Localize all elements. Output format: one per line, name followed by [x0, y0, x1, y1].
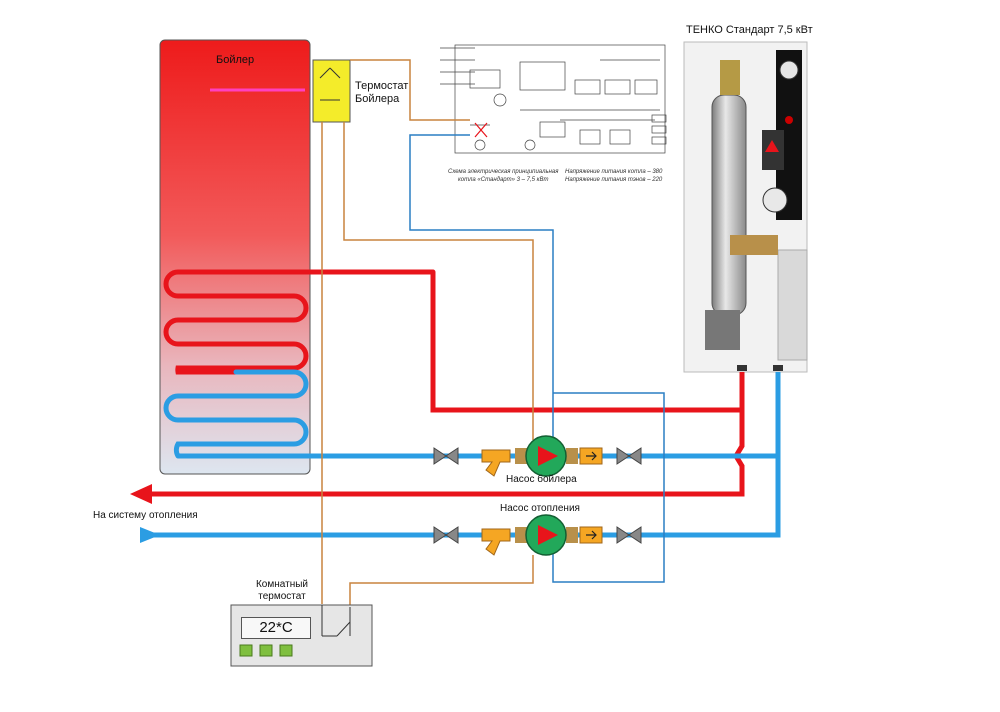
check-valve-icon [579, 447, 603, 544]
ball-valve-icon [433, 447, 642, 544]
signal-wires [321, 59, 534, 607]
boiler-thermostat-label: Термостат Бойлера [355, 80, 409, 105]
tenko-title: ТЕНКО Стандарт 7,5 кВт [686, 24, 813, 36]
boiler-tank [159, 39, 311, 475]
boiler-tank-label: Бойлер [216, 54, 255, 66]
boiler-pump-label: Насос бойлера [506, 474, 577, 485]
return-pipe-heating [140, 456, 781, 538]
heating-pump-label: Насос отопления [500, 503, 580, 514]
electric-boiler-icon [683, 41, 808, 373]
boiler-thermostat [312, 59, 351, 123]
pump-icon [515, 435, 578, 477]
flow-arrow-icon [140, 527, 160, 543]
supply-pipe-boiler [430, 272, 745, 413]
pump-icon [515, 514, 578, 556]
control-wires [409, 134, 665, 583]
room-temperature-display: 22*C [241, 617, 311, 639]
schematic-caption-left: Схема электрическая принципиальная котла… [448, 169, 559, 183]
electrical-schematic [440, 44, 667, 154]
heating-system-label: На систему отопления [93, 510, 198, 521]
supply-pipe-heating [148, 410, 745, 497]
strainer-icon [481, 449, 511, 556]
heat-exchanger-coil [163, 269, 436, 459]
flow-arrow-icon [130, 484, 152, 504]
schematic-caption-right: Напряжение питания котла – 380 Напряжени… [565, 169, 663, 183]
thermostat-icon [319, 67, 341, 101]
room-thermostat-label: Комнатный термостат [255, 579, 308, 602]
